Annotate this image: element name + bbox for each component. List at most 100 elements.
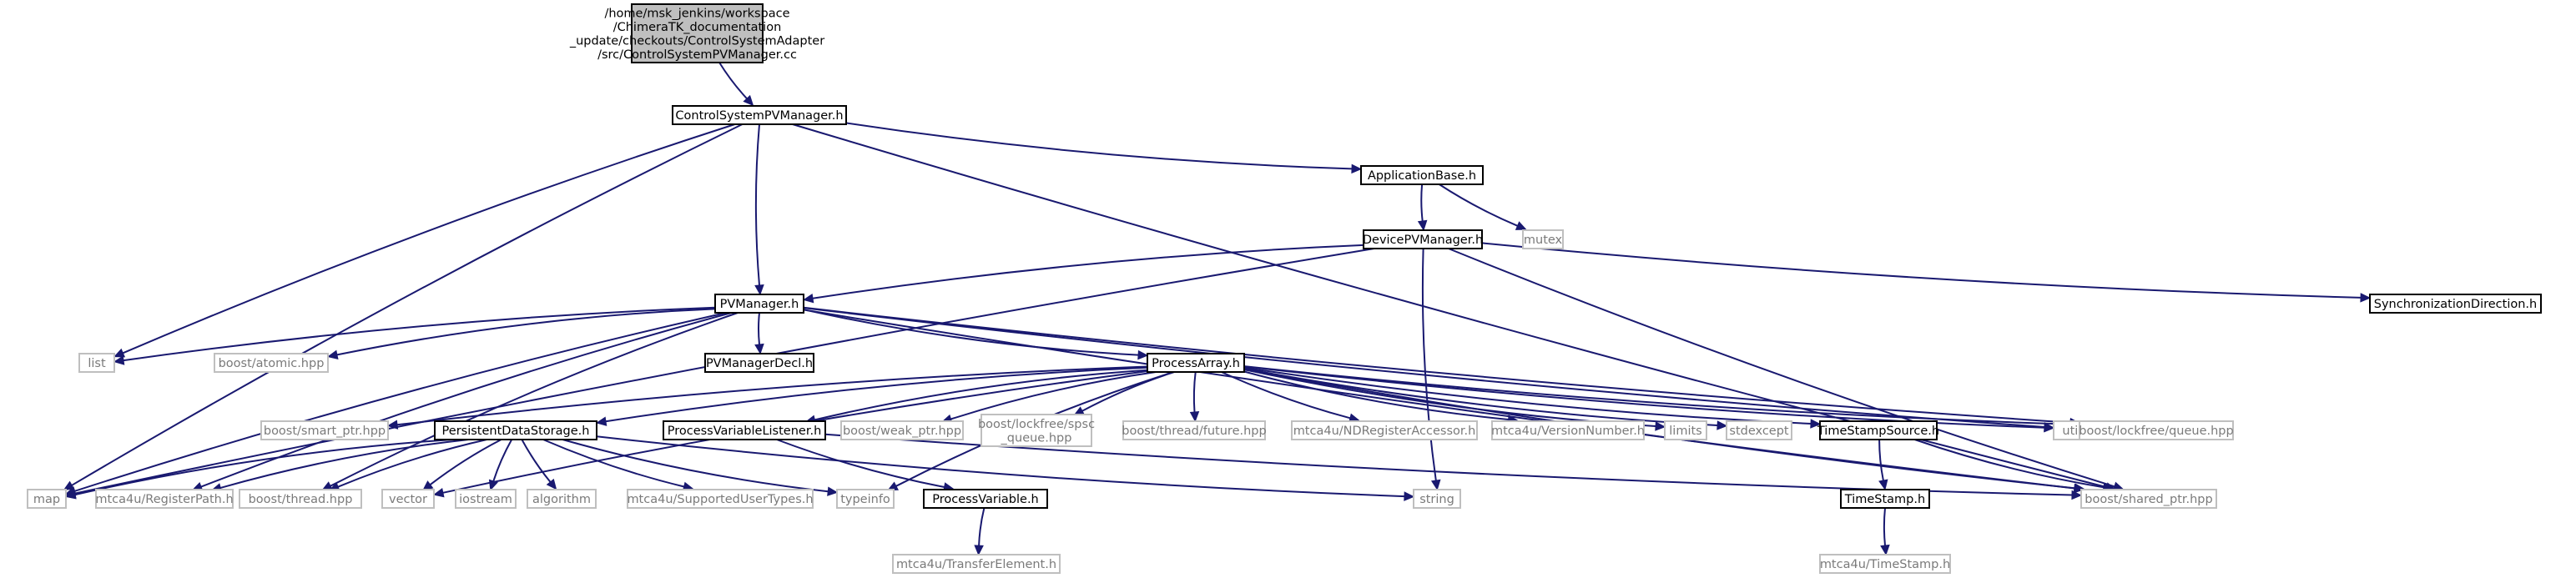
node-label: boost/smart_ptr.hpp — [264, 425, 386, 438]
edge-persist-to-typeinfo — [562, 439, 839, 496]
edge-line — [718, 62, 748, 99]
node-pvar[interactable]: ProcessVariable.h — [923, 489, 1048, 509]
edge-pvar-to-transfer — [974, 507, 986, 556]
node-procarr[interactable]: ProcessArray.h — [1147, 353, 1245, 373]
node-box — [1360, 165, 1484, 185]
node-box — [455, 489, 517, 509]
node-box — [27, 489, 67, 509]
edge-arrowhead — [1404, 491, 1415, 501]
node-devpvm[interactable]: DevicePVManager.h — [1363, 229, 1483, 249]
edge-procarr-to-tssource — [1243, 366, 1822, 429]
edge-line — [1439, 183, 1518, 227]
node-box — [78, 353, 115, 373]
node-label: mtca4u/RegisterPath.h — [95, 493, 233, 506]
node-label: boost/atomic.hpp — [219, 357, 325, 370]
node-box — [1840, 489, 1930, 509]
node-string: string — [1413, 489, 1461, 509]
node-label: ApplicationBase.h — [1368, 169, 1476, 183]
edge-arrowhead — [63, 480, 75, 491]
node-box — [260, 420, 389, 440]
edge-line — [803, 306, 2071, 424]
node-persist[interactable]: PersistentDataStorage.h — [434, 420, 597, 440]
edge-pvm-to-sharedptr — [803, 309, 2085, 494]
node-cspvm[interactable]: ControlSystemPVManager.h — [672, 105, 847, 125]
node-label: iostream — [459, 493, 512, 506]
node-stdexcept: stdexcept — [1726, 420, 1792, 440]
edge-line — [803, 309, 2074, 490]
edge-line — [1420, 183, 1424, 222]
edge-line — [74, 439, 453, 496]
edge-line — [220, 439, 469, 489]
node-box — [1522, 229, 1564, 249]
node-label: mtca4u/TimeStamp.h — [1820, 558, 1950, 571]
edge-line — [803, 307, 2045, 428]
edge-line — [71, 123, 744, 486]
node-box — [1726, 420, 1792, 440]
edge-line — [1243, 366, 1812, 425]
edge-arrowhead — [65, 490, 77, 500]
edge-persist-to-algorithm — [521, 439, 557, 490]
edge-line — [845, 122, 1353, 170]
node-label: ControlSystemPVManager.h — [675, 109, 843, 123]
node-suptypes: mtca4u/SupportedUserTypes.h — [627, 489, 814, 509]
edge-arrowhead — [386, 420, 399, 430]
edge-arrowhead — [1430, 479, 1441, 491]
node-box — [434, 420, 597, 440]
node-tssource[interactable]: TimeStampSource.h — [1817, 420, 1939, 440]
node-root[interactable]: /home/msk_jenkins/workspace/ChimeraTK_do… — [569, 3, 824, 63]
node-box — [1363, 229, 1483, 249]
node-appbase[interactable]: ApplicationBase.h — [1360, 165, 1484, 185]
edge-persist-to-map — [65, 439, 453, 500]
edge-procarr-to-future — [1189, 371, 1200, 423]
node-label: PersistentDataStorage.h — [442, 425, 590, 438]
edge-arrowhead — [1655, 421, 1666, 431]
node-label: boost/lockfree/queue.hpp — [2079, 425, 2233, 438]
node-box — [1491, 420, 1645, 440]
node-label: vector — [389, 493, 427, 506]
edge-persist-to-string — [596, 435, 1415, 501]
node-future: boost/thread/future.hpp — [1122, 420, 1267, 440]
edge-line — [1221, 371, 1351, 420]
edge-procarr-to-smartptr — [386, 365, 1148, 430]
edge-pvm-to-lfqueue — [803, 306, 2081, 428]
edge-pvm-to-map — [64, 312, 727, 496]
edge-line — [812, 244, 1364, 299]
node-box — [672, 105, 847, 125]
edge-line — [1481, 242, 2362, 299]
node-typeinfo: typeinfo — [836, 489, 895, 509]
node-iostream: iostream — [455, 489, 517, 509]
node-box — [714, 294, 804, 314]
edge-line — [492, 439, 513, 482]
node-regpath: mtca4u/RegisterPath.h — [95, 489, 234, 509]
edge-arrowhead — [326, 349, 339, 359]
node-label: mtca4u/NDRegisterAccessor.h — [1293, 425, 1476, 438]
edge-arrowhead — [1716, 420, 1728, 430]
node-label: mutex — [1524, 234, 1563, 247]
edge-arrowhead — [113, 355, 125, 365]
edge-line — [596, 435, 1405, 498]
node-pvmdecl[interactable]: PVManagerDecl.h — [704, 353, 814, 373]
node-map: map — [27, 489, 67, 509]
edge-line — [1243, 370, 1509, 420]
edge-cspvm-to-pvm — [754, 123, 764, 296]
node-smartptr: boost/smart_ptr.hpp — [260, 420, 389, 440]
node-box — [2079, 420, 2234, 440]
node-lfqueue: boost/lockfree/queue.hpp — [2079, 420, 2234, 440]
node-label: map — [33, 493, 60, 506]
edge-cspvm-to-appbase — [845, 122, 1363, 174]
edge-root-to-cspvm — [718, 62, 754, 107]
edge-arrowhead — [1878, 479, 1888, 490]
edge-line — [330, 312, 739, 487]
edges-layer — [63, 62, 2372, 556]
node-mutex: mutex — [1522, 229, 1564, 249]
node-pvm[interactable]: PVManager.h — [714, 294, 804, 314]
node-box — [1819, 554, 1951, 574]
node-box — [923, 489, 1048, 509]
node-list: list — [78, 353, 115, 373]
node-syncdir[interactable]: SynchronizationDirection.h — [2369, 294, 2542, 314]
edge-arrowhead — [754, 284, 764, 296]
edge-arrowhead — [1880, 544, 1890, 556]
node-box — [1819, 420, 1938, 440]
node-timestamp[interactable]: TimeStamp.h — [1840, 489, 1930, 509]
node-pvlisten[interactable]: ProcessVariableListener.h — [663, 420, 826, 440]
